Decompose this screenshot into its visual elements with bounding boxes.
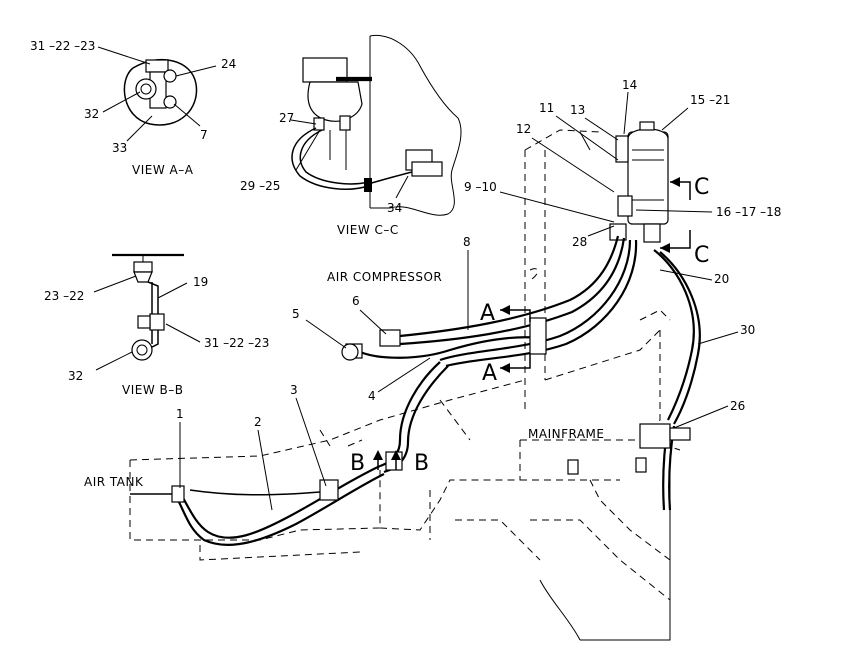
section-marker-c-upper: C	[694, 175, 709, 200]
section-a-markers	[500, 305, 531, 373]
frame-structure	[129, 129, 681, 641]
callout-20: 20	[714, 272, 729, 286]
section-marker-b-right: B	[414, 451, 429, 476]
section-marker-a-lower: A	[482, 361, 497, 386]
section-marker-a-upper: A	[480, 301, 495, 326]
callout-29-25: 29 –25	[240, 179, 280, 193]
callout-12: 12	[516, 122, 531, 136]
air-compressor-label: AIR COMPRESSOR	[327, 270, 442, 284]
callout-28: 28	[572, 235, 587, 249]
callout-14: 14	[622, 78, 637, 92]
callout-1: 1	[176, 407, 184, 421]
callout-32-top: 32	[84, 107, 99, 121]
callout-19: 19	[193, 275, 208, 289]
callout-7: 7	[200, 128, 208, 142]
callout-3: 3	[290, 383, 298, 397]
callout-6: 6	[352, 294, 360, 308]
callout-34: 34	[387, 201, 402, 215]
air-dryer-assembly	[579, 121, 691, 253]
callout-11: 11	[539, 101, 554, 115]
view-aa-label: VIEW A–A	[132, 163, 194, 177]
callout-15-21: 15 –21	[690, 93, 730, 107]
callout-4: 4	[368, 389, 376, 403]
view-cc-label: VIEW C–C	[337, 223, 399, 237]
callout-27: 27	[279, 111, 294, 125]
view-cc-detail	[290, 34, 462, 216]
callout-33: 33	[112, 141, 127, 155]
callout-5: 5	[292, 307, 300, 321]
hose-lines	[130, 235, 701, 546]
view-bb-label: VIEW B–B	[122, 383, 183, 397]
air-tank-label: AIR TANK	[84, 475, 144, 489]
section-marker-c-lower: C	[694, 243, 709, 268]
callout-24: 24	[221, 57, 236, 71]
section-marker-b-left: B	[350, 451, 365, 476]
view-bb-detail	[93, 253, 201, 371]
callout-32-mid: 32	[68, 369, 83, 383]
callout-9-10: 9 –10	[464, 180, 497, 194]
section-b-markers	[373, 450, 401, 470]
callout-26: 26	[730, 399, 745, 413]
callout-2: 2	[254, 415, 262, 429]
mainframe-label: MAINFRAME	[528, 427, 604, 441]
callout-8: 8	[463, 235, 471, 249]
callout-31-22-23-top: 31 –22 –23	[30, 39, 95, 53]
callout-23-22: 23 –22	[44, 289, 84, 303]
view-aa-detail	[97, 46, 217, 142]
callout-16-17-18: 16 –17 –18	[716, 205, 781, 219]
callout-31-22-23-mid: 31 –22 –23	[204, 336, 269, 350]
callout-13: 13	[570, 103, 585, 117]
callout-30: 30	[740, 323, 755, 337]
